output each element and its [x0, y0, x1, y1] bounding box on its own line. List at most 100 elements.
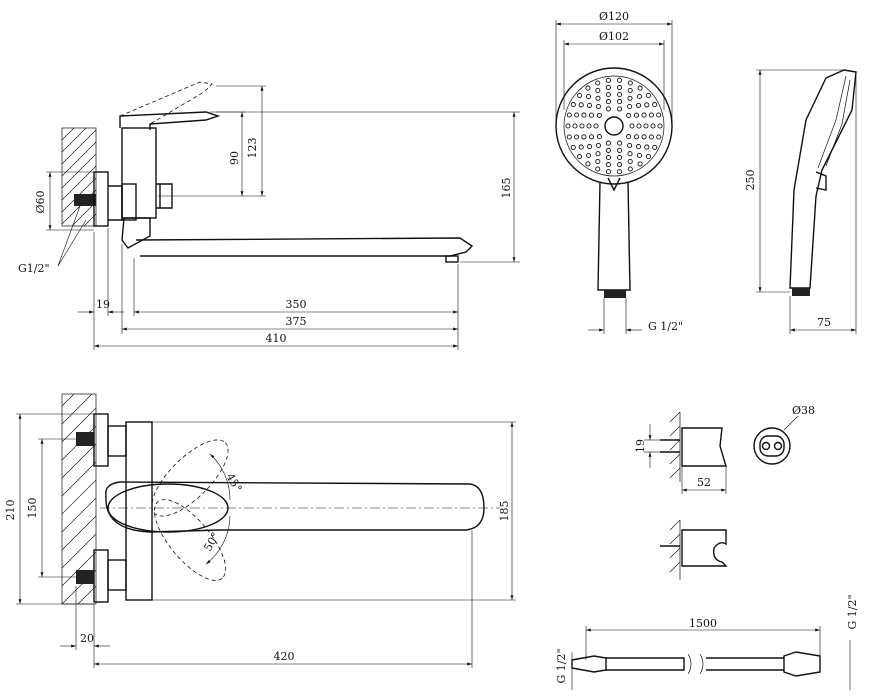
nozzle: [574, 112, 580, 118]
holder-side: [681, 427, 727, 467]
nozzle: [595, 103, 601, 110]
nozzle: [581, 112, 587, 118]
nozzle: [645, 153, 651, 160]
nozzle: [617, 147, 623, 153]
spout: [135, 237, 474, 257]
nozzle: [657, 123, 663, 129]
nozzle: [605, 140, 611, 146]
nozzle: [578, 144, 584, 150]
nozzle: [605, 147, 611, 153]
nozzle: [617, 140, 623, 146]
nozzle: [578, 102, 584, 108]
dim-90: 90: [228, 151, 241, 165]
dim-250: 250: [744, 170, 757, 191]
lever-raised: [119, 81, 213, 125]
dim-165: 165: [500, 178, 513, 199]
eccentric: [108, 185, 123, 221]
nozzle: [605, 91, 611, 98]
nozzle: [593, 123, 599, 129]
dim-185: 185: [498, 501, 511, 522]
faucet-body-top: [125, 421, 153, 601]
aerator: [445, 255, 459, 263]
nozzle: [565, 123, 571, 129]
nozzle: [644, 102, 650, 108]
label-g12-shower: G 1/2": [648, 320, 683, 333]
nozzle: [605, 84, 611, 90]
nozzle: [616, 169, 623, 175]
angle-45: 45°: [223, 471, 244, 494]
hose-nut-left: [571, 655, 607, 673]
nozzle: [605, 106, 611, 112]
nozzle: [641, 134, 647, 140]
nozzle: [585, 93, 592, 100]
nozzle: [579, 123, 585, 129]
nozzle: [617, 84, 623, 90]
nozzle: [617, 106, 623, 112]
nozzle: [645, 92, 651, 99]
nozzle: [586, 144, 593, 150]
holder-wall-1: [669, 411, 681, 482]
nozzle: [572, 123, 578, 129]
nozzle: [637, 85, 643, 91]
nozzle: [626, 112, 632, 118]
shower-nozzles: [565, 77, 663, 175]
nozzle: [585, 161, 591, 167]
wall-hatch-bottom: [61, 393, 97, 605]
nozzle: [633, 112, 640, 118]
nozzle: [627, 166, 633, 172]
dim-d60: Ø60: [34, 190, 47, 213]
nozzle: [605, 162, 611, 168]
nozzle: [595, 95, 601, 101]
shower-head-front: Ø120 Ø102 G 1/2": [555, 10, 683, 334]
dim-d102: Ø102: [599, 30, 629, 43]
faucet-top-view: 45° 50° 210 150 185 20 420: [4, 393, 516, 668]
nozzle: [577, 153, 583, 160]
label-g12: G1/2": [18, 262, 50, 275]
nozzle: [581, 134, 587, 140]
nozzle: [577, 92, 583, 99]
label-g12-hose-right: G 1/2": [846, 594, 859, 629]
nozzle: [637, 161, 643, 167]
shower-side-thread: [792, 288, 810, 296]
dim-150: 150: [26, 498, 39, 519]
holder-wall-2: [669, 519, 681, 580]
shower-handle: [597, 181, 631, 291]
dim-d38: Ø38: [792, 404, 815, 417]
nozzle: [588, 134, 595, 140]
nozzle: [626, 134, 632, 140]
nozzle: [643, 123, 649, 129]
nozzle: [595, 151, 601, 157]
nozzle: [636, 123, 642, 129]
dim-123: 123: [246, 138, 259, 159]
nozzle: [641, 112, 647, 118]
nozzle: [627, 87, 633, 94]
holder-front: [681, 529, 728, 567]
dim-75: 75: [817, 316, 831, 329]
nozzle: [635, 144, 642, 150]
lever-rot-45: [151, 439, 229, 517]
nozzle: [627, 158, 633, 165]
nozzle: [656, 134, 662, 140]
nozzle: [633, 134, 640, 140]
hose-nut-right: [783, 651, 821, 677]
nozzle: [652, 144, 658, 150]
nozzle: [605, 169, 612, 175]
nozzle: [570, 102, 576, 108]
nozzle: [652, 102, 658, 108]
nozzle: [648, 112, 654, 118]
nozzle: [648, 134, 654, 140]
body-nut: [121, 183, 137, 221]
dim-375: 375: [286, 315, 307, 328]
nozzle: [627, 142, 633, 149]
dim-19-holder: 19: [634, 439, 647, 453]
nozzle: [605, 99, 611, 105]
nozzle: [636, 152, 643, 159]
pipe-bottom: [76, 570, 94, 584]
nozzle: [617, 162, 623, 168]
nozzle: [586, 102, 593, 108]
shower-holder: 19 52 Ø38: [634, 404, 815, 580]
spout-base: [121, 217, 151, 249]
nozzle: [627, 95, 633, 101]
nozzle: [627, 80, 633, 86]
